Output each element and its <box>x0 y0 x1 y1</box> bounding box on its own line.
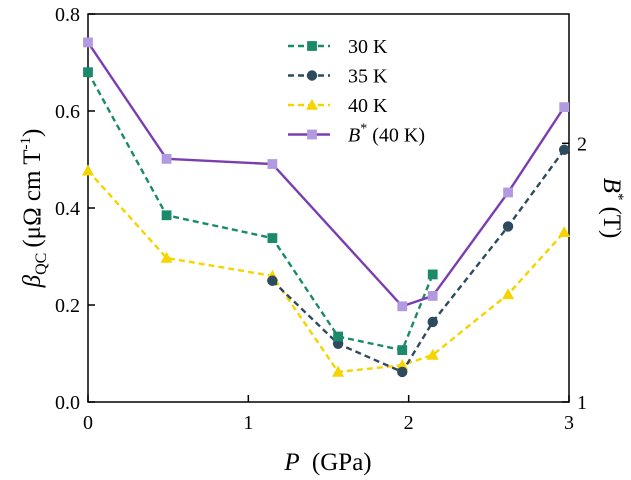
data-point <box>333 331 344 342</box>
data-point <box>427 316 438 328</box>
data-point <box>397 345 408 356</box>
x-axis-ticks: 0 1 2 3 <box>83 395 574 434</box>
series-3 <box>83 37 570 312</box>
y-right-unit: (T) <box>598 206 625 238</box>
data-point <box>161 210 172 221</box>
data-point <box>332 365 345 377</box>
legend-symbol: B <box>348 125 360 147</box>
data-point <box>267 159 278 169</box>
series-0 <box>83 67 438 356</box>
legend-marker <box>305 98 319 110</box>
series-layer <box>81 37 571 378</box>
y-right-tick-label: 2 <box>577 133 587 155</box>
x-axis-title: P (GPa) <box>283 449 371 476</box>
y-right-symbol: B <box>598 178 625 193</box>
data-point <box>160 251 173 263</box>
y-left-tick-label: 0.0 <box>55 392 80 414</box>
data-point <box>83 67 93 78</box>
data-point <box>426 348 439 360</box>
y-left-close: ) <box>19 129 46 137</box>
legend-rest: (40 K) <box>367 125 425 147</box>
data-point <box>558 144 570 156</box>
legend-item: B* (40 K) <box>288 122 425 147</box>
y-left-subscript: QC <box>33 253 50 275</box>
x-axis-unit: (GPa) <box>312 449 372 476</box>
data-point <box>397 301 408 312</box>
series-line <box>86 71 434 352</box>
x-tick-label: 2 <box>404 412 414 434</box>
x-tick-label: 0 <box>83 412 93 434</box>
series-1 <box>267 144 570 378</box>
legend-marker <box>306 70 318 81</box>
legend-sup: * <box>360 122 367 137</box>
y-right-axis-ticks: 12 <box>562 133 587 414</box>
y-right-axis-title: B* (T) <box>598 178 626 239</box>
legend-label: 35 K <box>348 66 388 88</box>
data-point <box>427 269 438 280</box>
y-left-axis-title: βQC (μΩ cm T-1) <box>18 129 50 289</box>
legend-item: 40 K <box>288 95 388 117</box>
data-point <box>559 102 570 113</box>
legend-label: 40 K <box>348 95 388 117</box>
data-point <box>81 164 95 176</box>
data-point <box>558 226 571 238</box>
legend-label: 30 K <box>348 36 388 58</box>
x-tick-label: 3 <box>564 412 574 434</box>
y-left-sup: -1 <box>18 137 34 150</box>
data-point <box>83 37 93 48</box>
legend: 30 K 35 K 40 K B* (40 K) <box>288 36 425 147</box>
y-left-axis-ticks: 0.0 0.2 0.4 0.6 0.8 <box>55 4 95 414</box>
legend-item: 35 K <box>288 66 388 88</box>
y-left-tick-label: 0.2 <box>55 295 80 317</box>
y-left-symbol: β <box>19 274 46 288</box>
y-left-tick-label: 0.4 <box>55 198 80 220</box>
data-point <box>427 291 438 301</box>
data-point <box>502 288 515 300</box>
x-axis-symbol: P <box>283 449 299 476</box>
y-left-tick-label: 0.8 <box>55 4 80 26</box>
x-tick-label: 1 <box>243 412 253 434</box>
y-left-tick-label: 0.6 <box>55 101 80 123</box>
data-point <box>502 221 514 232</box>
series-line <box>87 41 566 308</box>
series-line <box>271 149 566 374</box>
data-point <box>267 275 278 286</box>
data-point <box>397 366 408 378</box>
y-right-sup: * <box>610 193 626 201</box>
legend-label: B* (40 K) <box>348 122 425 147</box>
data-point <box>267 233 278 243</box>
y-left-unit: (μΩ cm T <box>19 149 46 247</box>
series-line <box>87 169 566 374</box>
y-right-tick-label: 1 <box>577 392 587 414</box>
data-point <box>161 153 172 164</box>
legend-marker <box>307 41 317 51</box>
data-point <box>503 187 513 198</box>
legend-item: 30 K <box>288 36 388 58</box>
legend-marker <box>307 129 317 140</box>
